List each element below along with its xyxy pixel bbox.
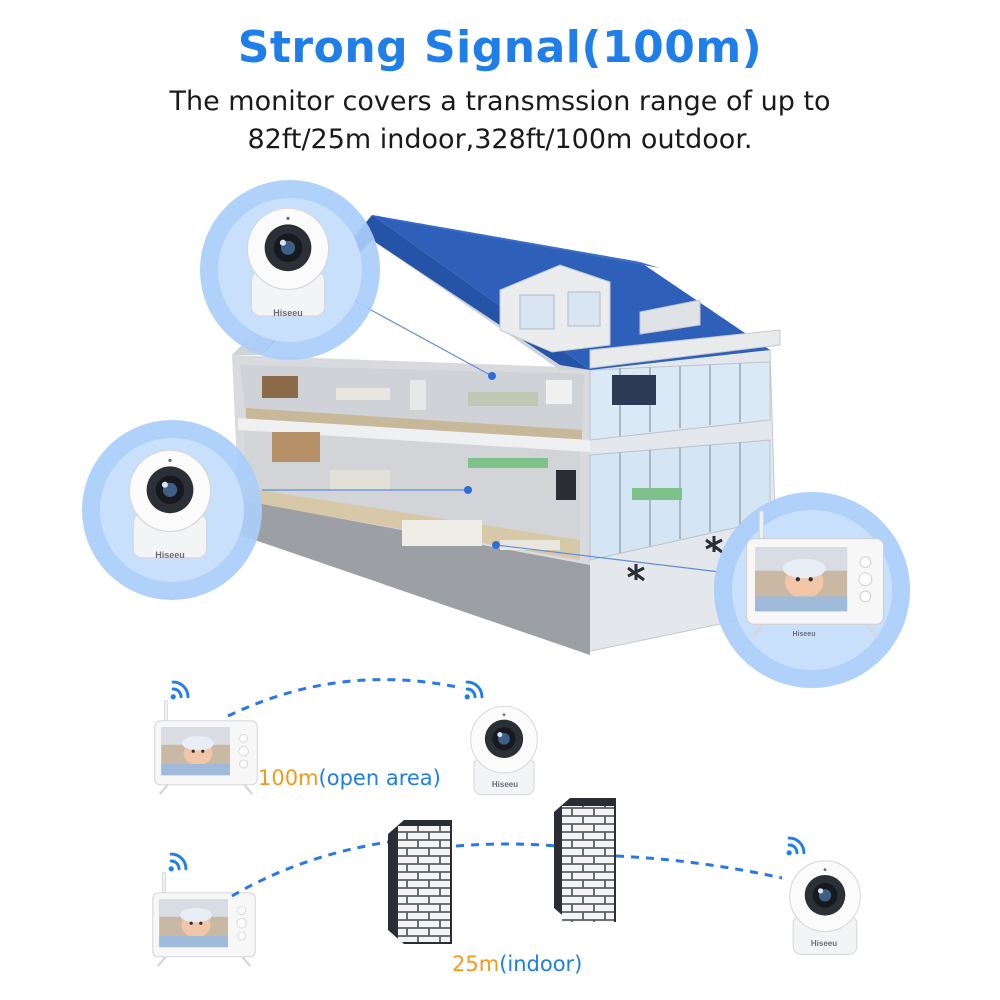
indoor-label: (indoor) — [499, 952, 583, 976]
camera-logo-left: Hiseeu — [155, 550, 185, 560]
open-area-distance: 100m — [258, 766, 319, 790]
brick-wall-1 — [398, 826, 450, 942]
open-area-label: (open area) — [318, 766, 441, 790]
indoor-distance: 25m — [452, 952, 500, 976]
wifi-icon — [167, 852, 188, 873]
indoor-range-caption: 25m(indoor) — [452, 952, 582, 976]
wifi-icon — [463, 680, 484, 701]
camera-logo-row1: Hiseeu — [492, 780, 518, 789]
range-row-indoor: Hiseeu — [151, 798, 861, 968]
subtitle-line-1: The monitor covers a transmssion range o… — [169, 86, 831, 117]
monitor-circle-right: Hiseeu — [714, 492, 910, 688]
range-row-open-area: Hiseeu — [153, 678, 538, 796]
camera-circle-left: Hiseeu — [82, 420, 262, 600]
monitor-logo-right: Hiseeu — [793, 631, 816, 638]
camera-logo-top: Hiseeu — [273, 308, 303, 318]
brick-wall-2 — [562, 806, 614, 922]
camera-circle-top: Hiseeu — [200, 180, 380, 360]
open-area-range-caption: 100m(open area) — [258, 766, 441, 790]
camera-logo-row2: Hiseeu — [811, 939, 837, 948]
subtitle-line-2: 82ft/25m indoor,328ft/100m outdoor. — [247, 124, 753, 155]
wifi-icon — [785, 836, 806, 857]
page-title: Strong Signal(100m) — [237, 22, 763, 73]
wifi-icon — [169, 680, 190, 701]
